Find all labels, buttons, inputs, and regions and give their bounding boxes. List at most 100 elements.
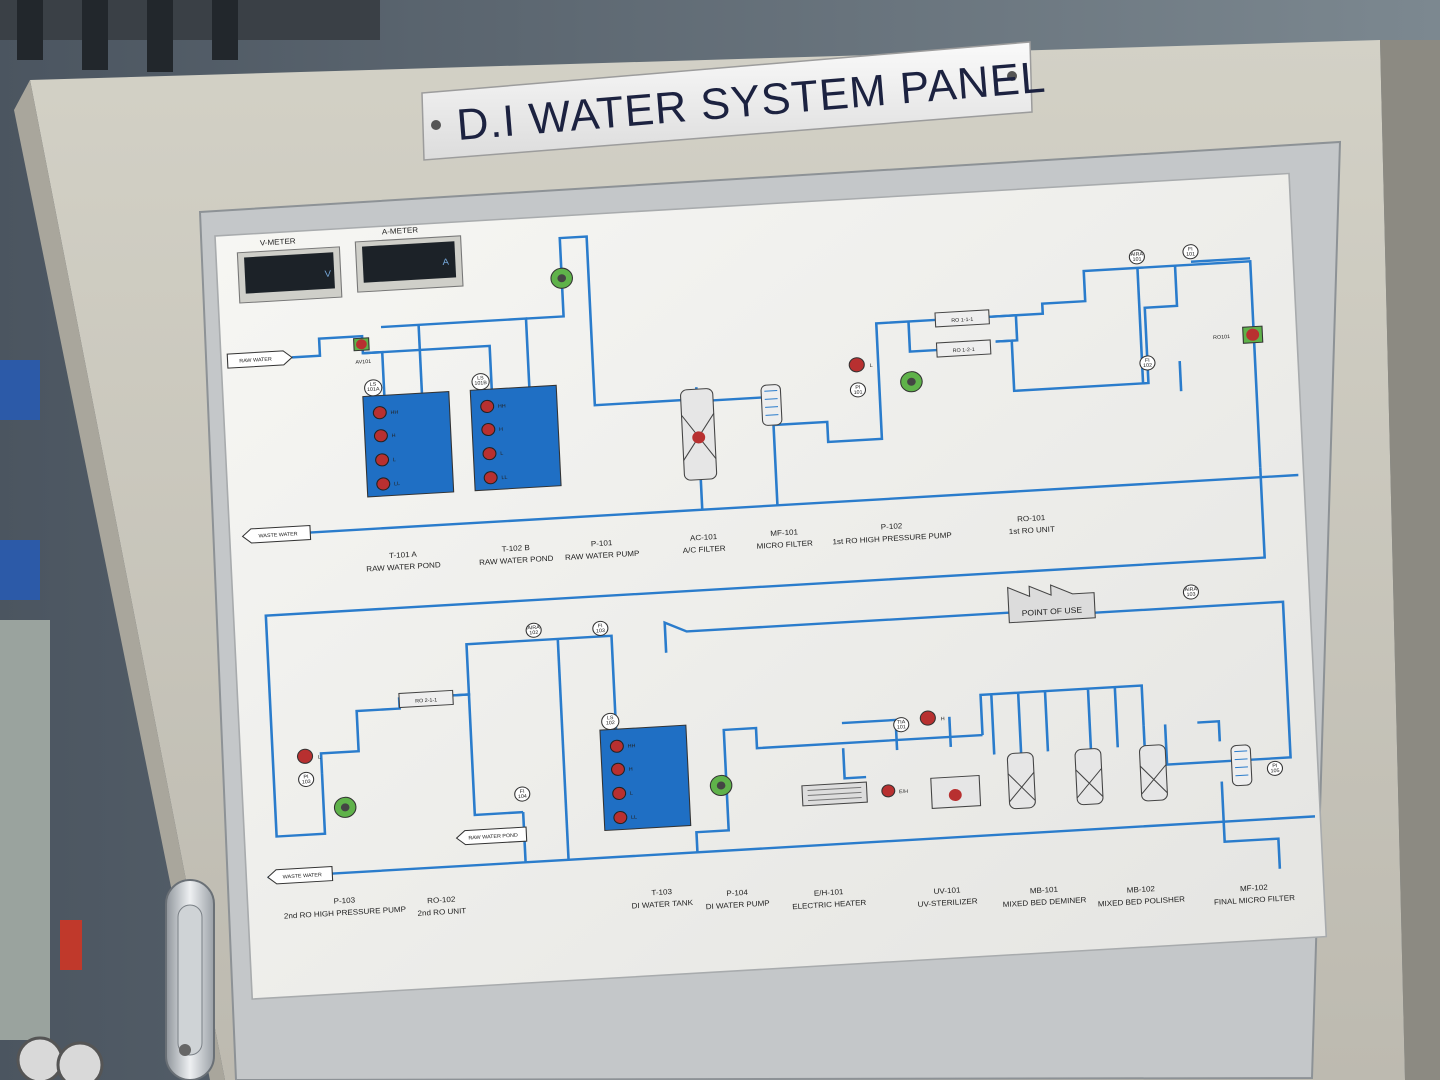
door-handle[interactable]	[165, 879, 215, 1080]
svg-text:2nd RO UNIT: 2nd RO UNIT	[417, 906, 466, 918]
svg-text:E/H-101: E/H-101	[814, 887, 844, 897]
svg-text:DI WATER TANK: DI WATER TANK	[631, 898, 694, 910]
svg-text:HH: HH	[498, 403, 506, 409]
svg-text:RO 1-2-1: RO 1-2-1	[953, 347, 975, 354]
svg-text:FI104: FI104	[518, 789, 528, 800]
svg-text:MB-102: MB-102	[1127, 884, 1156, 894]
svg-text:FI102: FI102	[1143, 358, 1153, 369]
svg-text:P-101: P-101	[591, 538, 613, 548]
svg-text:L: L	[870, 363, 873, 369]
svg-text:WASTE WATER: WASTE WATER	[258, 531, 298, 539]
svg-text:HH: HH	[628, 743, 636, 749]
tag-aira101: AIRA101	[1128, 249, 1145, 265]
tag-aira103: AIRA103	[1182, 584, 1200, 600]
svg-text:RO-102: RO-102	[427, 895, 456, 905]
tag-fi102: FI102	[1139, 355, 1156, 371]
svg-text:FI103: FI103	[596, 623, 606, 634]
tag-aira102: AIRA102	[525, 622, 542, 638]
lamp-l-top: L	[848, 357, 873, 373]
tag-fi104: FI104	[514, 786, 531, 802]
svg-text:H: H	[941, 716, 945, 722]
svg-text:FI101: FI101	[1186, 246, 1196, 257]
micro-filter-mf101	[760, 384, 783, 426]
svg-text:H: H	[629, 767, 633, 773]
svg-text:AIRA101: AIRA101	[1130, 251, 1144, 263]
svg-text:RAW WATER POND: RAW WATER POND	[366, 560, 441, 573]
svg-text:LL: LL	[501, 475, 507, 481]
svg-text:RO 2-1-1: RO 2-1-1	[415, 697, 437, 704]
svg-text:RAW WATER: RAW WATER	[239, 357, 272, 365]
svg-text:AV101: AV101	[355, 359, 371, 366]
svg-text:P-102: P-102	[881, 522, 903, 532]
svg-text:MF-102: MF-102	[1240, 883, 1268, 893]
svg-text:MICRO FILTER: MICRO FILTER	[756, 539, 813, 551]
diagram-board: V-METER V A-METER A	[214, 172, 1328, 1000]
svg-text:H: H	[392, 433, 396, 439]
svg-text:LS101B: LS101B	[474, 375, 488, 387]
svg-text:LS101A: LS101A	[367, 381, 381, 393]
svg-text:HH: HH	[390, 410, 398, 416]
a-meter-unit: A	[442, 257, 450, 267]
svg-text:AC-101: AC-101	[690, 532, 718, 542]
svg-text:UV-STERILIZER: UV-STERILIZER	[917, 897, 978, 909]
a-meter: A-METER A	[354, 225, 464, 293]
svg-text:L: L	[500, 451, 503, 457]
tag-pi101: PI101	[849, 382, 867, 398]
svg-text:A/C FILTER: A/C FILTER	[683, 544, 727, 555]
svg-text:WASTE WATER: WASTE WATER	[283, 872, 323, 880]
svg-text:TIA101: TIA101	[897, 719, 907, 730]
svg-text:1st RO UNIT: 1st RO UNIT	[1009, 525, 1056, 536]
svg-text:E/H: E/H	[899, 789, 908, 795]
uv-sterilizer	[930, 774, 982, 809]
svg-text:UV-101: UV-101	[933, 886, 960, 896]
mixed-bed-3	[1138, 744, 1168, 802]
svg-text:T-103: T-103	[651, 887, 672, 897]
ro-unit-111: RO 1-1-1	[934, 309, 990, 328]
tag-pi105: PI105	[1266, 760, 1284, 776]
lamp-l-bottom: L	[296, 748, 321, 764]
svg-text:MB-101: MB-101	[1030, 885, 1059, 895]
pump-p103	[333, 796, 357, 818]
mixed-bed-polisher	[1074, 748, 1104, 806]
pump-p102	[900, 371, 923, 393]
svg-text:MF-101: MF-101	[770, 528, 798, 538]
tank-t101a: LS101A HH H L LL	[362, 379, 455, 498]
pump-p101	[550, 267, 574, 289]
svg-text:T-102 B: T-102 B	[501, 543, 530, 553]
svg-text:L: L	[318, 755, 321, 761]
svg-text:RO 1-1-1: RO 1-1-1	[951, 317, 973, 324]
electric-heater: E/H	[801, 781, 908, 807]
svg-text:A-METER: A-METER	[382, 225, 419, 236]
ro-unit-121: RO 1-2-1	[935, 339, 992, 358]
lamp-h: H	[919, 710, 945, 726]
svg-text:AIRA102: AIRA102	[527, 625, 541, 637]
svg-text:AIRA103: AIRA103	[1184, 587, 1198, 599]
svg-text:RAW WATER POND: RAW WATER POND	[468, 833, 518, 842]
tag-fi101: FI101	[1182, 244, 1199, 260]
tag-pi103: PI103	[298, 771, 315, 787]
mixed-bed-deminer	[1006, 752, 1036, 810]
final-micro-filter	[1230, 744, 1253, 787]
svg-text:RAW WATER POND: RAW WATER POND	[479, 554, 554, 567]
tank-t103: LS102 HH H L LL	[599, 712, 692, 832]
svg-text:PI105: PI105	[1270, 763, 1280, 774]
svg-text:PI101: PI101	[853, 385, 863, 396]
pump-p104	[709, 774, 733, 797]
waste-water-output-bottom: WASTE WATER	[267, 865, 334, 885]
tag-tia101: TIA101	[893, 717, 910, 733]
svg-text:T-101 A: T-101 A	[389, 550, 418, 560]
svg-text:LS102: LS102	[606, 715, 616, 726]
svg-text:POINT OF USE: POINT OF USE	[1021, 605, 1082, 618]
svg-text:RO-101: RO-101	[1017, 513, 1046, 523]
svg-text:DI WATER PUMP: DI WATER PUMP	[706, 899, 770, 911]
svg-text:PI103: PI103	[301, 774, 311, 785]
svg-text:ELECTRIC HEATER: ELECTRIC HEATER	[792, 898, 867, 911]
svg-text:L: L	[630, 791, 633, 797]
v-meter-unit: V	[324, 269, 332, 279]
top-captions: T-101 A RAW WATER POND T-102 B RAW WATER…	[366, 513, 1056, 573]
v-meter: V-METER V	[236, 237, 343, 304]
waste-water-output-top: WASTE WATER	[241, 524, 312, 544]
point-of-use: POINT OF USE	[1007, 584, 1096, 624]
